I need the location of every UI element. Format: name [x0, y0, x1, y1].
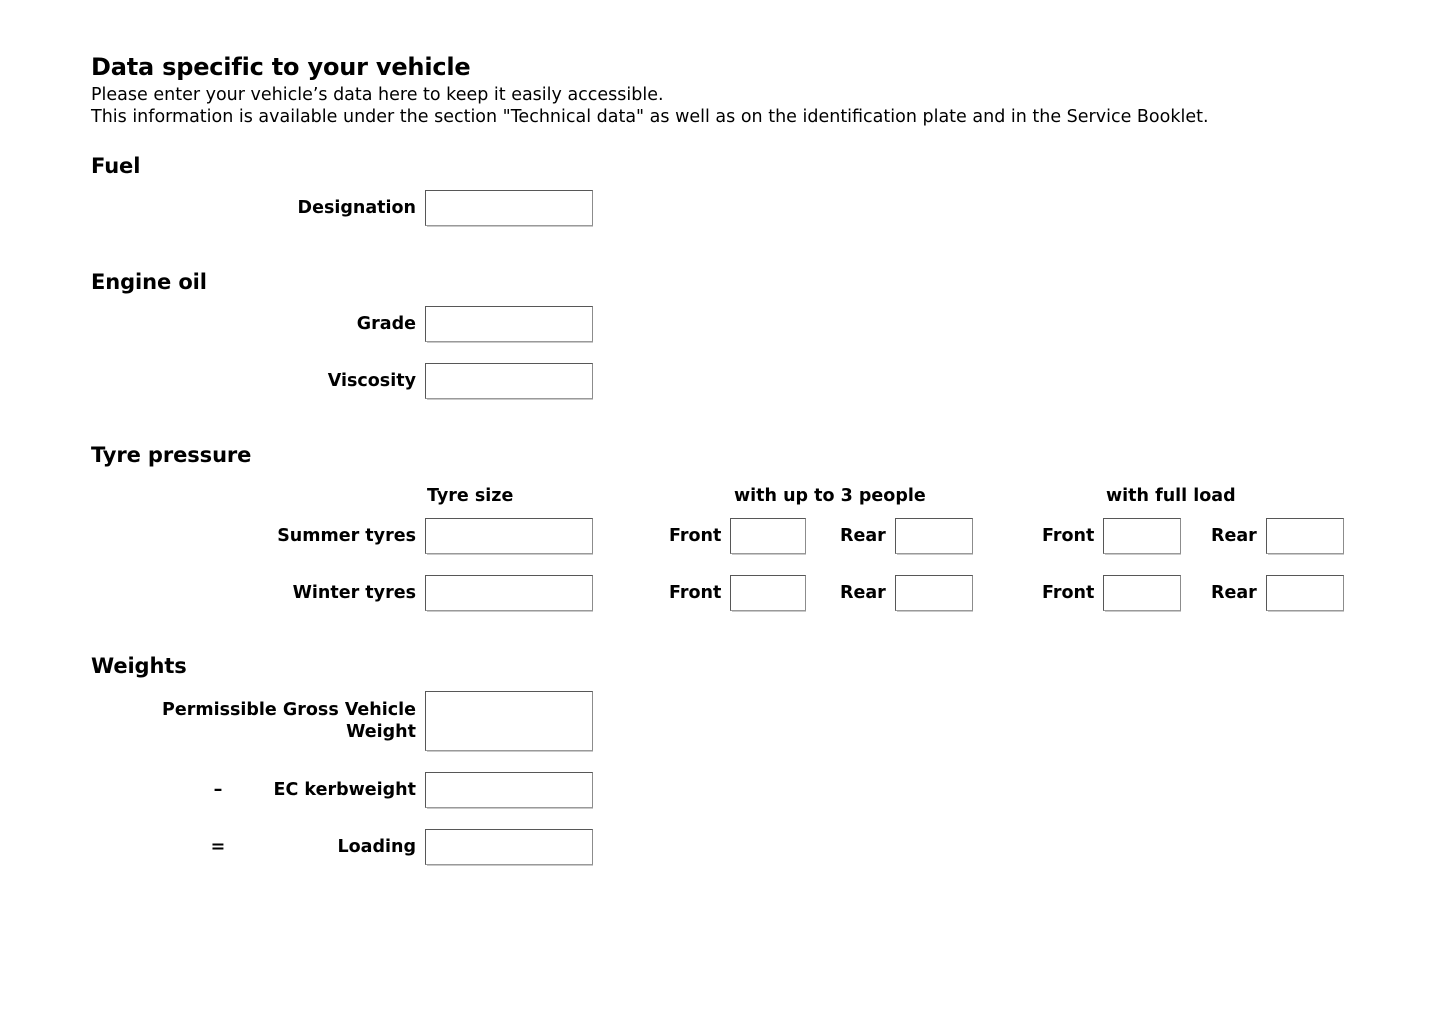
field-row-loading: Loading	[151, 829, 593, 865]
field-winter-partial-rear: Rear	[840, 575, 973, 611]
section-heading-fuel: Fuel	[91, 154, 141, 178]
input-winter-partial-rear[interactable]	[894, 575, 973, 611]
field-summer-full-rear: Rear	[1211, 518, 1344, 554]
section-heading-engine-oil: Engine oil	[91, 270, 207, 294]
label-gross-vehicle-weight: Permissible Gross Vehicle Weight	[162, 700, 416, 742]
input-oil-grade[interactable]	[425, 306, 593, 342]
section-heading-tyre-pressure: Tyre pressure	[91, 443, 252, 467]
label-oil-viscosity: Viscosity	[327, 371, 416, 391]
intro-line-2: This information is available under the …	[91, 107, 1209, 127]
label-rear: Rear	[840, 526, 886, 546]
input-summer-partial-rear[interactable]	[894, 518, 973, 554]
section-heading-weights: Weights	[91, 654, 187, 678]
field-summer-partial-rear: Rear	[840, 518, 973, 554]
input-summer-tyre-size[interactable]	[425, 518, 593, 554]
input-summer-partial-front[interactable]	[730, 518, 807, 554]
intro-block: Data specific to your vehicle Please ent…	[91, 52, 1351, 128]
field-summer-full-front: Front	[1042, 518, 1182, 554]
label-oil-grade: Grade	[356, 314, 416, 334]
field-row-oil-viscosity: Viscosity	[151, 363, 593, 399]
column-header-partial-load: with up to 3 people	[734, 486, 926, 506]
operator-equals: =	[210, 837, 226, 857]
label-loading: Loading	[337, 837, 417, 857]
intro-line-1: Please enter your vehicle’s data here to…	[91, 85, 664, 105]
input-winter-full-rear[interactable]	[1265, 575, 1344, 611]
field-winter-full-rear: Rear	[1211, 575, 1344, 611]
input-winter-full-front[interactable]	[1103, 575, 1182, 611]
label-rear: Rear	[1211, 583, 1257, 603]
input-fuel-designation[interactable]	[425, 190, 593, 226]
field-row-summer-tyre-size: Summer tyres	[151, 518, 593, 554]
input-winter-partial-front[interactable]	[730, 575, 807, 611]
label-ec-kerbweight: EC kerbweight	[273, 780, 416, 800]
label-winter-tyres: Winter tyres	[292, 583, 416, 603]
input-oil-viscosity[interactable]	[425, 363, 593, 399]
input-gross-vehicle-weight[interactable]	[425, 691, 593, 751]
input-summer-full-front[interactable]	[1103, 518, 1182, 554]
field-row-oil-grade: Grade	[151, 306, 593, 342]
field-winter-full-front: Front	[1042, 575, 1182, 611]
label-front: Front	[669, 583, 722, 603]
field-row-ec-kerbweight: EC kerbweight	[151, 772, 593, 808]
input-summer-full-rear[interactable]	[1265, 518, 1344, 554]
label-front: Front	[1042, 583, 1095, 603]
input-winter-tyre-size[interactable]	[425, 575, 593, 611]
label-rear: Rear	[840, 583, 886, 603]
field-row-winter-tyre-size: Winter tyres	[151, 575, 593, 611]
field-winter-partial-front: Front	[669, 575, 807, 611]
label-front: Front	[669, 526, 722, 546]
page-title: Data specific to your vehicle	[91, 53, 471, 81]
input-ec-kerbweight[interactable]	[425, 772, 593, 808]
column-header-tyre-size: Tyre size	[427, 486, 514, 506]
label-front: Front	[1042, 526, 1095, 546]
operator-minus: –	[213, 780, 223, 800]
field-row-gross-vehicle-weight: Permissible Gross Vehicle Weight	[151, 691, 593, 751]
field-row-fuel-designation: Designation	[151, 190, 593, 226]
input-loading[interactable]	[425, 829, 593, 865]
label-summer-tyres: Summer tyres	[277, 526, 416, 546]
label-rear: Rear	[1211, 526, 1257, 546]
label-fuel-designation: Designation	[297, 198, 416, 218]
column-header-full-load: with full load	[1106, 486, 1236, 506]
field-summer-partial-front: Front	[669, 518, 807, 554]
